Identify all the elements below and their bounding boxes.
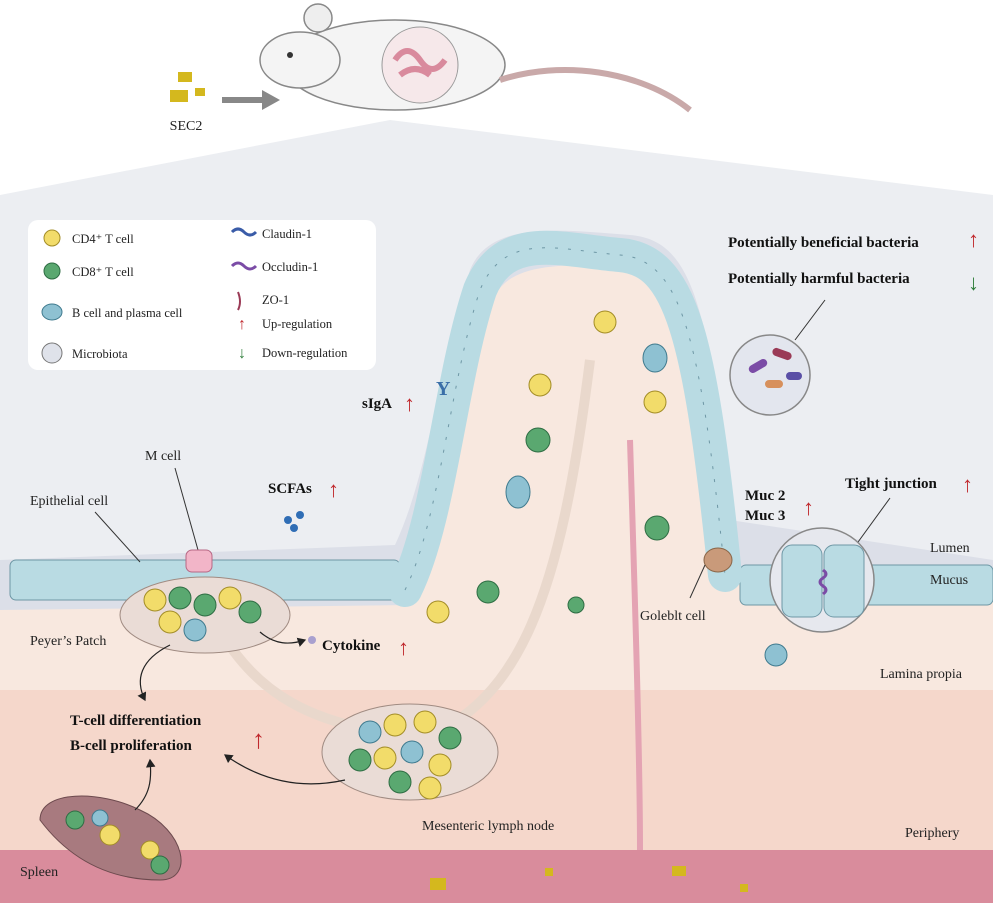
sec2-arrowhead <box>262 90 280 110</box>
down-regulation-icon: ↓ <box>238 345 246 362</box>
goblet-cell-label: Goleblt cell <box>640 609 706 624</box>
patch-to-immune-arrow <box>137 644 171 702</box>
cd8-icon <box>43 262 61 280</box>
epithelial-cell-pointer <box>94 511 141 563</box>
legend-occludin-label: Occludin-1 <box>262 260 318 274</box>
lymph-node-to-immune-arrow <box>224 754 346 785</box>
occludin-icon <box>230 261 258 271</box>
tight-junction-callout <box>769 527 875 633</box>
beneficial-bacteria-label: Potentially beneficial bacteria <box>728 235 919 251</box>
bacteria-callout-line <box>794 299 826 341</box>
siga-label: sIgA <box>362 396 392 412</box>
b-cell-proliferation-label: B-cell proliferation <box>70 738 192 754</box>
immune-up-arrow-icon: ↑ <box>252 725 265 754</box>
periphery-zone <box>0 690 993 850</box>
antibody-icon: Y <box>436 378 451 400</box>
cd4-icon <box>43 229 61 247</box>
muc-up-arrow-icon: ↑ <box>803 495 814 520</box>
t-cell-differentiation-label: T-cell differentiation <box>70 713 202 729</box>
siga-up-arrow-icon: ↑ <box>404 391 415 416</box>
goblet-cell-pointer <box>689 564 706 599</box>
cytokine-up-arrow-icon: ↑ <box>398 635 409 660</box>
m-cell-pointer <box>174 467 199 551</box>
harmful-bacteria-label: Potentially harmful bacteria <box>728 271 910 287</box>
legend-cd8-label: CD8⁺ T cell <box>72 265 134 279</box>
epithelial-cell-label: Epithelial cell <box>30 494 108 509</box>
legend-zo1-label: ZO-1 <box>262 293 289 307</box>
spleen <box>39 795 182 881</box>
bcell-icon <box>41 303 63 321</box>
legend-bcell-label: B cell and plasma cell <box>72 306 183 320</box>
muc2-label: Muc 2 <box>745 488 785 504</box>
microbiota-icon <box>41 342 63 364</box>
sec2-particles <box>170 72 205 102</box>
mesenteric-lymph-node-label: Mesenteric lymph node <box>422 819 554 834</box>
scfas-label: SCFAs <box>268 481 312 497</box>
legend-claudin-label: Claudin-1 <box>262 227 312 241</box>
bacteria-callout <box>729 299 826 416</box>
tight-junction-label: Tight junction <box>845 476 937 492</box>
harmful-down-arrow-icon: ↓ <box>968 270 979 295</box>
spleen-label: Spleen <box>20 865 58 880</box>
up-regulation-icon: ↑ <box>238 316 246 333</box>
scfas-up-arrow-icon: ↑ <box>328 477 339 502</box>
periphery-label: Periphery <box>905 826 959 841</box>
m-cell-label: M cell <box>145 449 181 464</box>
legend-microbiota-label: Microbiota <box>72 347 128 361</box>
goblet-cell-shape <box>703 547 733 573</box>
sec2-label: SEC2 <box>170 119 203 134</box>
cytokine-dot <box>308 636 316 644</box>
scfa-molecules <box>284 511 304 532</box>
legend-down-label: Down-regulation <box>262 346 348 360</box>
villus-epithelium <box>388 230 742 607</box>
cytokine-arrow <box>259 631 307 647</box>
m-cell-shape <box>185 549 213 573</box>
legend-up-label: Up-regulation <box>262 317 333 331</box>
legend-box: ↑ ↓ CD4⁺ T cell CD8⁺ T cell B cell and p… <box>28 220 376 370</box>
peyers-patch-label: Peyer’s Patch <box>30 634 106 649</box>
spleen-to-immune-arrow <box>134 758 156 811</box>
lamina-immune-cells <box>426 310 788 667</box>
zo1-icon <box>237 291 241 311</box>
peyers-patch <box>119 576 291 654</box>
tight-junction-up-arrow-icon: ↑ <box>962 472 973 497</box>
mucus-label: Mucus <box>930 573 968 588</box>
mesenteric-lymph-node <box>321 703 499 801</box>
legend-cd4-label: CD4⁺ T cell <box>72 232 134 246</box>
cytokine-label: Cytokine <box>322 638 381 654</box>
mouse-illustration <box>259 3 692 113</box>
claudin-icon <box>230 227 258 237</box>
beneficial-up-arrow-icon: ↑ <box>968 227 979 252</box>
capillary <box>627 439 643 851</box>
lumen-label: Lumen <box>930 541 970 556</box>
muc3-label: Muc 3 <box>745 508 785 524</box>
sec2-particles-periphery <box>430 866 748 892</box>
lamina-propia-label: Lamina propia <box>880 667 963 682</box>
